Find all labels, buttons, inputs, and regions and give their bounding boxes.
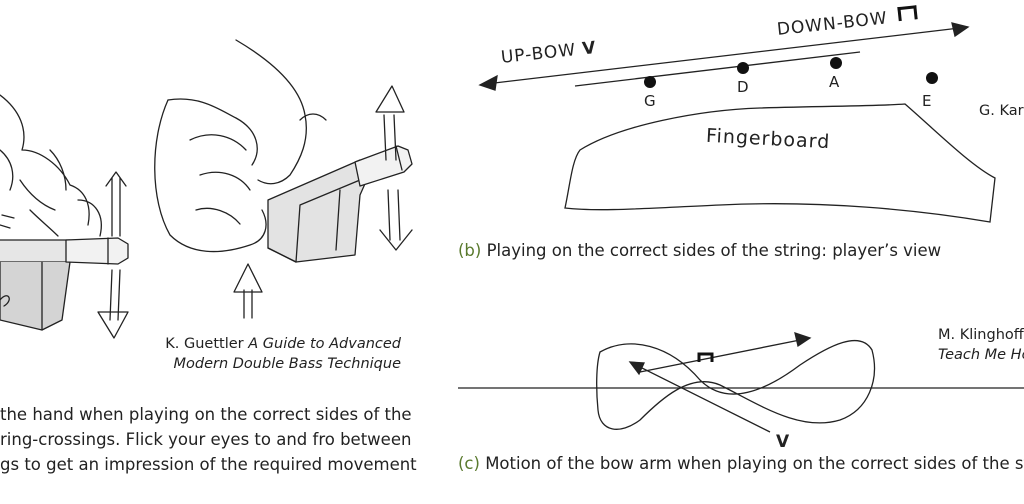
body-line: the hand when playing on the correct sid… <box>0 405 412 424</box>
fig-c-caption: (c) Motion of the bow arm when playing o… <box>458 454 1024 473</box>
caption-letter: (b) <box>458 241 482 260</box>
credit-author: K. Guettler <box>165 336 249 352</box>
string-dot-d <box>737 62 749 74</box>
hand-illustration <box>0 39 413 339</box>
caption-letter: (c) <box>458 454 480 473</box>
credit-title-line-1: A Guide to Advanced <box>248 336 401 352</box>
string-label-a: A <box>829 73 840 91</box>
credit-title: Teach Me Ho <box>938 347 1024 363</box>
string-label-e: E <box>922 92 932 110</box>
caption-text: Motion of the bow arm when playing on th… <box>479 454 1024 473</box>
string-dot-g <box>644 76 656 88</box>
string-dot-e <box>926 72 938 84</box>
credit-title-line-2: Modern Double Bass Technique <box>173 356 402 372</box>
fig-c-credit: M. Klinghoff Teach Me Ho <box>938 325 1024 365</box>
left-body-text: the hand when playing on the correct sid… <box>0 402 417 477</box>
body-line: gs to get an impression of the required … <box>0 455 417 474</box>
fig-b-credit: G. Kar <box>979 103 1024 119</box>
string-label-g: G <box>644 92 656 110</box>
string-label-d: D <box>737 78 749 96</box>
caption-text: Playing on the correct sides of the stri… <box>481 241 942 260</box>
string-dot-a <box>830 57 842 69</box>
left-figure-credit: K. Guettler A Guide to Advanced Modern D… <box>165 334 401 374</box>
body-line: ring-crossings. Flick your eyes to and f… <box>0 430 412 449</box>
fig-b-caption: (b) Playing on the correct sides of the … <box>458 241 941 260</box>
up-bow-symbol-icon: V <box>776 432 790 452</box>
credit-author: M. Klinghoff <box>938 327 1024 343</box>
